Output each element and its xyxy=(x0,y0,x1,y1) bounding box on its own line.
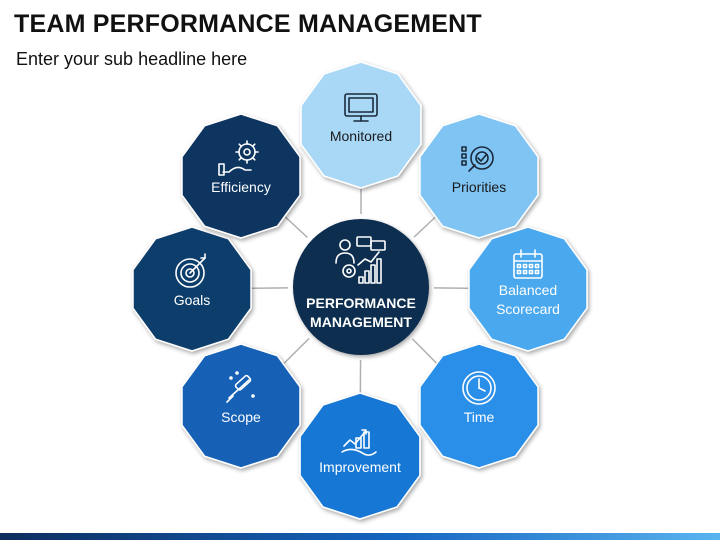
checklist-icon xyxy=(461,146,494,172)
center-circle xyxy=(293,219,429,355)
node-time-label: Time xyxy=(464,409,495,425)
node-scope-label: Scope xyxy=(221,409,261,425)
page-subtitle: Enter your sub headline here xyxy=(16,49,248,69)
node-priorities-label: Priorities xyxy=(452,179,506,195)
node-balanced-scorecard-label: Balanced xyxy=(499,282,557,298)
monitor-icon xyxy=(344,93,378,122)
node-goals: Goals xyxy=(132,226,252,352)
center-label-line-2: MANAGEMENT xyxy=(310,314,412,330)
team-analytics-icon xyxy=(335,236,386,284)
node-scope-shape xyxy=(181,343,301,469)
center-label-line-1: PERFORMANCE xyxy=(306,295,416,311)
node-efficiency-label: Efficiency xyxy=(211,179,271,195)
growth-icon xyxy=(341,429,377,456)
node-goals-label: Goals xyxy=(174,292,211,308)
node-improvement-label: Improvement xyxy=(319,459,401,475)
node-efficiency-shape xyxy=(181,113,301,239)
node-improvement-shape xyxy=(299,392,421,520)
bottom-accent-bar xyxy=(0,533,720,540)
node-improvement: Improvement xyxy=(299,392,421,520)
node-time-shape xyxy=(419,343,539,469)
center-node: PERFORMANCE MANAGEMENT xyxy=(288,214,434,360)
clock-icon xyxy=(462,371,496,405)
node-monitored: Monitored xyxy=(300,61,422,189)
node-goals-shape xyxy=(132,226,252,352)
node-efficiency: Efficiency xyxy=(181,113,301,239)
target-icon xyxy=(175,253,206,288)
node-scope: Scope xyxy=(181,343,301,469)
page-title: TEAM PERFORMANCE MANAGEMENT xyxy=(14,10,482,38)
telescope-icon xyxy=(226,371,255,403)
node-monitored-shape xyxy=(300,61,422,189)
node-priorities-shape xyxy=(419,113,539,239)
calendar-icon xyxy=(513,249,543,279)
node-balanced-scorecard-shape xyxy=(468,226,588,352)
node-balanced-scorecard-label: Scorecard xyxy=(496,301,560,317)
node-time: Time xyxy=(419,343,539,469)
node-priorities: Priorities xyxy=(419,113,539,239)
gear-hand-icon xyxy=(218,140,259,176)
node-monitored-label: Monitored xyxy=(330,128,392,144)
